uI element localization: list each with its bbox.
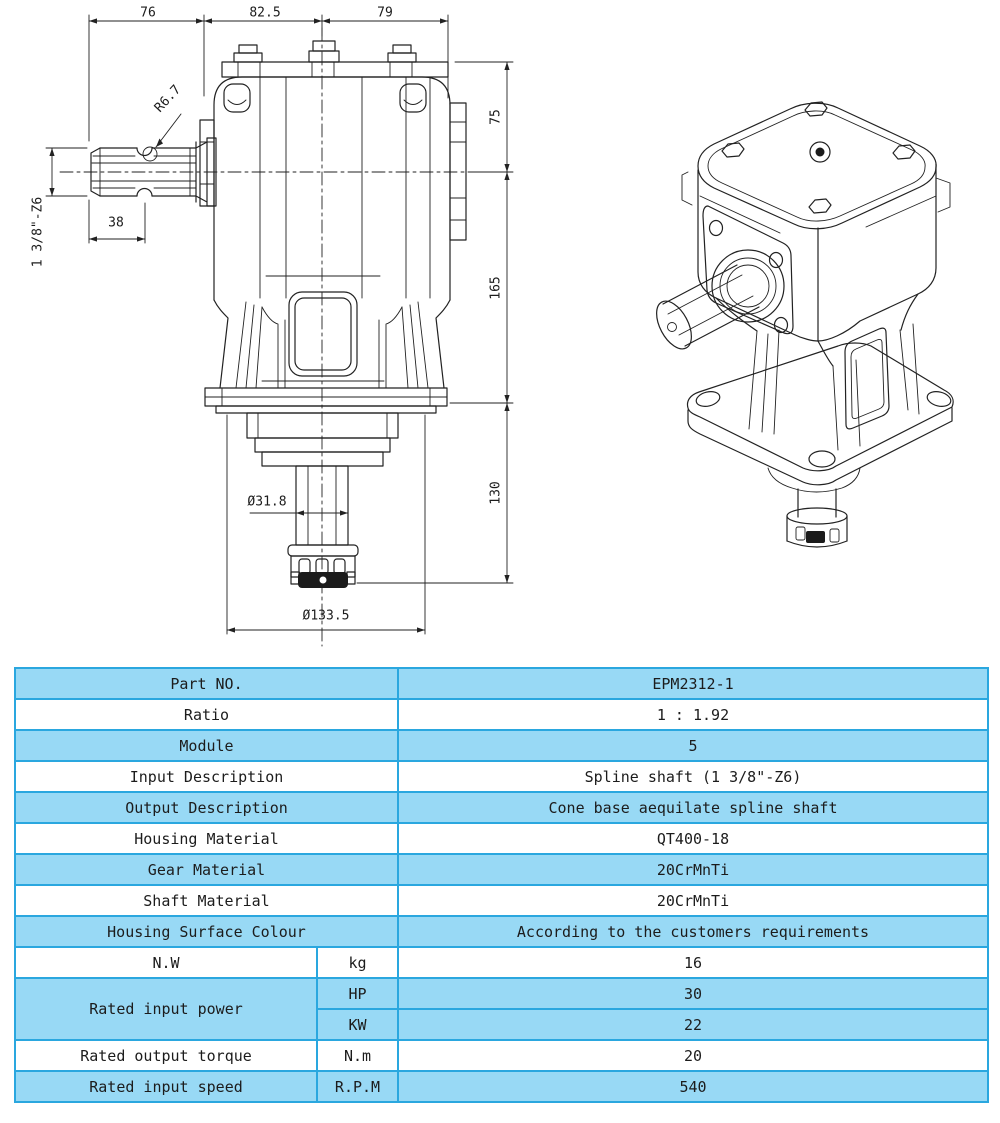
spec-value: Cone base aequilate spline shaft	[397, 791, 989, 824]
output-shaft	[246, 412, 399, 588]
spec-value: 5	[397, 729, 989, 762]
spec-unit: N.m	[316, 1039, 399, 1072]
spec-value: 20CrMnTi	[397, 853, 989, 886]
dim-input-spline	[45, 147, 88, 197]
spec-value: 22	[397, 1008, 989, 1041]
spec-label: Output Description	[14, 791, 399, 824]
inspection-window	[288, 291, 358, 377]
spec-label: Rated input speed	[14, 1070, 318, 1103]
corner-boss-right	[399, 83, 427, 113]
iso-top-plug	[809, 141, 831, 163]
iso-view	[656, 101, 954, 548]
base-flange	[204, 387, 448, 414]
iso-window	[844, 327, 890, 430]
dim-label-130: 130	[488, 481, 504, 505]
iso-top-face	[697, 101, 937, 230]
iso-top-bolts	[721, 101, 916, 214]
input-shaft	[90, 137, 217, 207]
dim-flange-dia	[226, 414, 426, 635]
bell-legs	[213, 275, 451, 389]
gearbox-line-drawing	[45, 14, 954, 647]
spec-value: 1 : 1.92	[397, 698, 989, 731]
housing-body	[213, 76, 451, 301]
spec-label: N.W	[14, 946, 318, 979]
spec-label: Gear Material	[14, 853, 399, 886]
spec-label: Shaft Material	[14, 884, 399, 917]
spec-label: Ratio	[14, 698, 399, 731]
iso-output-shaft	[767, 467, 861, 548]
spec-label: Rated input power	[14, 977, 318, 1041]
spec-value: 16	[397, 946, 989, 979]
spec-label: Module	[14, 729, 399, 762]
spec-value: 20CrMnTi	[397, 884, 989, 917]
spec-value: 20	[397, 1039, 989, 1072]
spec-unit: KW	[316, 1008, 399, 1041]
iso-input-flange	[656, 205, 794, 350]
iso-input-shaft	[656, 264, 760, 350]
top-bolt-right	[387, 44, 417, 63]
dim-label-76: 76	[140, 5, 156, 21]
iso-base-plate	[686, 342, 954, 486]
dim-output-dia	[249, 510, 349, 516]
dim-label-input-spline: 1 3/8"-Z6	[30, 196, 46, 268]
right-flange-plate	[449, 102, 467, 241]
spec-label: Housing Surface Colour	[14, 915, 399, 948]
dim-label-38: 38	[108, 215, 124, 231]
spec-value: 30	[397, 977, 989, 1010]
spec-unit: HP	[316, 977, 399, 1010]
top-plate	[221, 61, 449, 78]
dim-spline-length	[88, 199, 146, 244]
spec-label: Housing Material	[14, 822, 399, 855]
spec-value: Spline shaft (1 3/8"-Z6)	[397, 760, 989, 793]
drawing-area: 76 82.5 79 75 165 130 1 3/8"-Z6 R6.7 38 …	[30, 5, 954, 647]
dim-top-chain	[88, 14, 449, 142]
dim-right-chain	[356, 61, 514, 584]
top-bolt-left	[233, 44, 263, 63]
spec-label: Rated output torque	[14, 1039, 318, 1072]
iso-body	[681, 163, 951, 342]
spec-label: Part NO.	[14, 667, 399, 700]
dim-label-165: 165	[488, 276, 504, 300]
front-view	[45, 14, 514, 647]
spec-value: QT400-18	[397, 822, 989, 855]
dim-label-75: 75	[488, 109, 504, 125]
top-plug-center	[308, 40, 340, 63]
iso-legs	[715, 293, 920, 451]
spec-unit: kg	[316, 946, 399, 979]
dim-label-82-5: 82.5	[249, 5, 281, 21]
spec-unit: R.P.M	[316, 1070, 399, 1103]
housing	[199, 40, 467, 301]
spec-label: Input Description	[14, 760, 399, 793]
leader-groove-radius	[142, 113, 182, 162]
spec-value: According to the customers requirements	[397, 915, 989, 948]
dim-label-dia-133-5: Ø133.5	[302, 608, 350, 624]
spec-value: EPM2312-1	[397, 667, 989, 700]
corner-boss-left	[223, 83, 251, 113]
iso-output-cap	[806, 531, 825, 543]
dim-label-79: 79	[377, 5, 393, 21]
left-flange-plate	[199, 119, 215, 207]
spec-value: 540	[397, 1070, 989, 1103]
table-row: Part NO.EPM2312-1	[14, 667, 989, 700]
dim-label-dia-31-8: Ø31.8	[247, 494, 287, 510]
